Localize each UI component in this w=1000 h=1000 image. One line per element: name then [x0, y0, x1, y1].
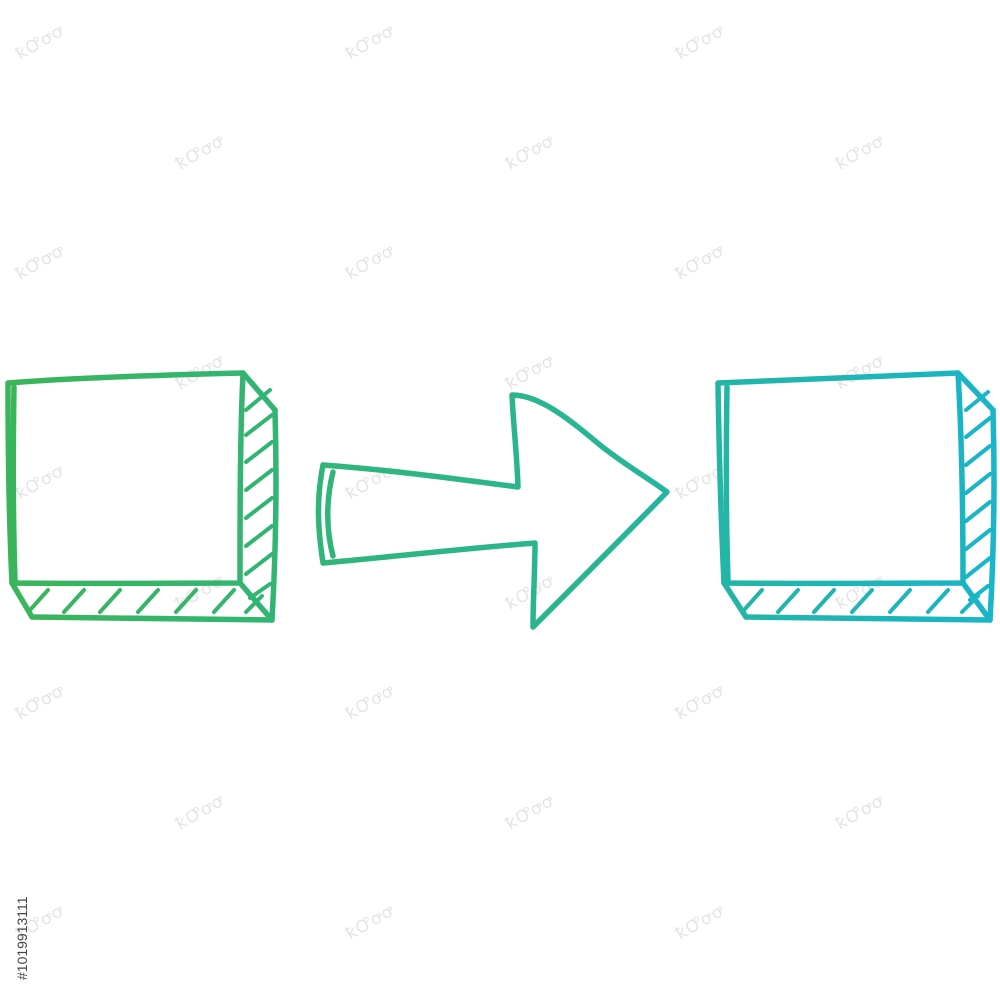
cube-icon-left — [5, 370, 279, 623]
watermark-mark: ꝁꝌꝍꝍ — [13, 461, 68, 504]
watermark-mark: ꝁꝌꝍꝍ — [343, 681, 398, 724]
cube-icon-right — [715, 370, 997, 623]
watermark-mark: ꝁꝌꝍꝍ — [13, 241, 68, 284]
watermark-mark: ꝁꝌꝍꝍ — [673, 241, 728, 284]
watermark-mark: ꝁꝌꝍꝍ — [833, 351, 888, 394]
watermark-mark: ꝁꝌꝍꝍ — [673, 681, 728, 724]
watermark-mark: ꝁꝌꝍꝍ — [833, 571, 888, 614]
watermark-mark: ꝁꝌꝍꝍ — [833, 791, 888, 834]
watermark-mark: ꝁꝌꝍꝍ — [13, 21, 68, 64]
watermark-mark: ꝁꝌꝍꝍ — [173, 791, 228, 834]
watermark-mark: ꝁꝌꝍꝍ — [673, 901, 728, 944]
stock-id-label: #1019913111 — [14, 896, 30, 980]
watermark-mark: ꝁꝌꝍꝍ — [343, 241, 398, 284]
watermark: ꝁꝌꝍꝍ ꝁꝌꝍꝍ ꝁꝌꝍꝍ ꝁꝌꝍꝍ ꝁꝌꝍꝍ ꝁꝌꝍꝍ ꝁꝌꝍꝍ ꝁꝌꝍꝍ ꝁꝌꝍꝍ ꝁꝌꝍꝍ… — [13, 21, 888, 944]
watermark-mark: ꝁꝌꝍꝍ — [343, 21, 398, 64]
arrow-right-icon — [315, 392, 670, 630]
watermark-mark: ꝁꝌꝍꝍ — [503, 351, 558, 394]
watermark-mark: ꝁꝌꝍꝍ — [503, 131, 558, 174]
watermark-mark: ꝁꝌꝍꝍ — [173, 131, 228, 174]
watermark-mark: ꝁꝌꝍꝍ — [503, 791, 558, 834]
watermark-mark: ꝁꝌꝍꝍ — [833, 131, 888, 174]
watermark-mark: ꝁꝌꝍꝍ — [343, 901, 398, 944]
watermark-mark: ꝁꝌꝍꝍ — [13, 681, 68, 724]
watermark-mark: ꝁꝌꝍꝍ — [673, 21, 728, 64]
